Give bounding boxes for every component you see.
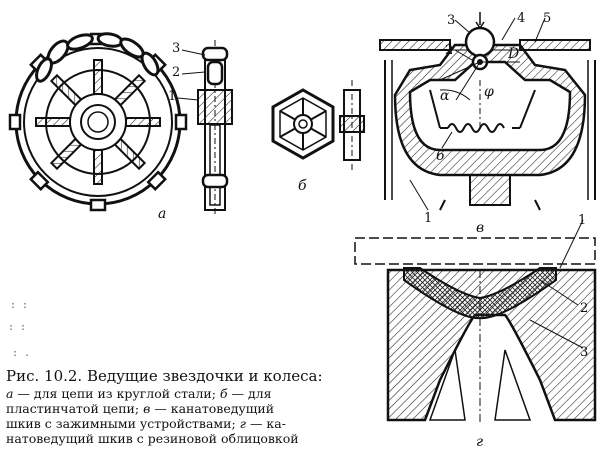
view-a-sprocket-side [197, 40, 233, 214]
view-v-rope-sheave [379, 12, 596, 211]
figure-caption: Рис. 10.2. Ведущие звездочки и колеса: а… [6, 366, 351, 446]
scan-speck: : : [10, 300, 29, 311]
label-v-dim-d: D [507, 46, 519, 62]
label-v-part-1: 1 [424, 211, 432, 226]
caption-view-letter: а [6, 386, 14, 401]
scan-speck: : : [8, 322, 27, 333]
label-v-part-3: 3 [447, 13, 455, 28]
label-g-part-2: 2 [580, 301, 588, 316]
label-a-part-2: 2 [172, 65, 180, 80]
view-b-sprocket-front [271, 88, 335, 160]
caption-line: натоведущий шкив с резиновой облицовкой [6, 431, 351, 446]
caption-text: — для [227, 386, 272, 401]
caption-text: — ка- [245, 416, 286, 431]
caption-text: — канатоведущий [150, 401, 275, 416]
caption-view-letter: в [143, 401, 151, 416]
view-b-sprocket-side [339, 80, 365, 170]
label-v-part-5: 5 [543, 11, 551, 26]
label-view-v: в [476, 220, 484, 236]
label-g-part-1: 1 [578, 213, 586, 228]
label-v-phi: φ [484, 84, 494, 100]
label-a-part-1: 1 [168, 89, 176, 104]
caption-text: шкив с зажимными устройствами; [6, 416, 240, 431]
caption-title: Рис. 10.2. Ведущие звездочки и колеса: [6, 367, 323, 385]
label-v-part-4: 4 [517, 11, 525, 26]
caption-text: натоведущий шкив с резиновой облицовкой [6, 431, 299, 446]
caption-text: — для цепи из круглой стали; [13, 386, 220, 401]
label-g-part-3: 3 [580, 345, 588, 360]
caption-line: шкив с зажимными устройствами; г — ка- [6, 416, 351, 431]
caption-view-letter: б [219, 386, 228, 401]
caption-text: пластинчатой цепи; [6, 401, 144, 416]
label-v-part-2: 2 [445, 43, 453, 58]
label-view-b: б [298, 178, 307, 194]
label-v-part-6: 6 [436, 148, 445, 164]
caption-view-letter: г [239, 416, 246, 431]
label-a-part-3: 3 [172, 41, 180, 56]
caption-line: а — для цепи из круглой стали; б — для [6, 386, 351, 401]
label-view-a: а [158, 206, 166, 222]
caption-line: пластинчатой цепи; в — канатоведущий [6, 401, 351, 416]
label-v-alpha: α [440, 88, 450, 104]
scan-speck: : . [12, 348, 31, 359]
leader-lines [177, 17, 584, 349]
label-view-g: г [476, 434, 483, 450]
view-g-lined-sheave [354, 237, 597, 425]
view-a-sprocket-front [8, 32, 188, 212]
